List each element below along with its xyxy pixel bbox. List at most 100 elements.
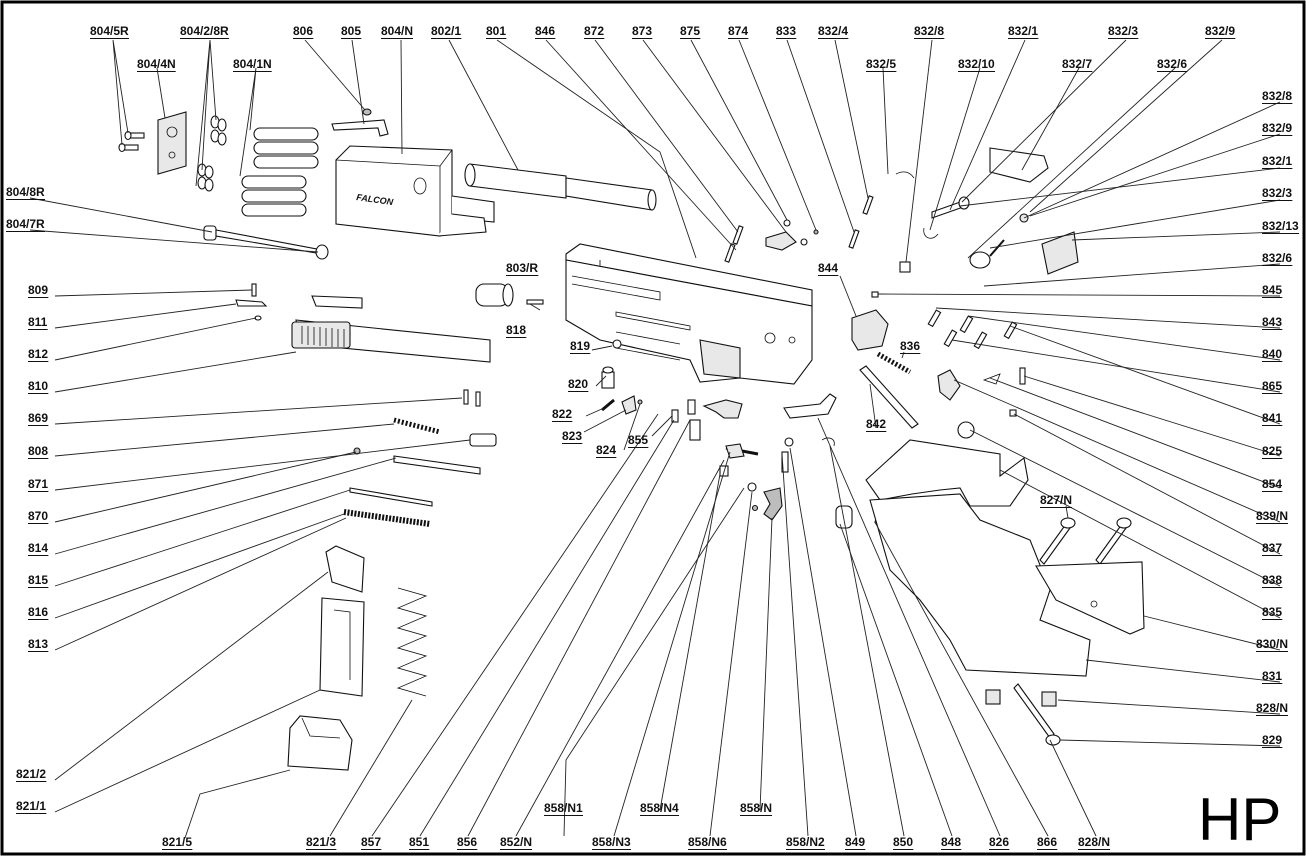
nut-832-8-icon — [899, 261, 911, 273]
label-841: 841 — [1262, 411, 1282, 425]
pin-833-icon — [848, 229, 860, 249]
label-849: 849 — [845, 835, 865, 849]
label-872: 872 — [584, 24, 604, 38]
label-858-n2: 858/N2 — [786, 835, 825, 849]
plate-804-4n-icon — [157, 111, 187, 175]
label-865: 865 — [1262, 379, 1282, 393]
label-830-n: 830/N — [1256, 637, 1288, 651]
label-823: 823 — [562, 429, 582, 443]
label-804-1n: 804/1N — [233, 57, 272, 71]
label-839-n: 839/N — [1256, 509, 1288, 523]
label-801: 801 — [486, 24, 506, 38]
block-858-n3-icon — [725, 443, 745, 459]
sleeves-855-icon — [671, 399, 696, 423]
screw-832-1-icon — [931, 196, 970, 219]
sleeve-852-n-icon — [689, 419, 701, 441]
nuts-804-2-8r-icon — [197, 115, 227, 192]
label-856: 856 — [457, 835, 477, 849]
barrel-802-1-icon — [464, 163, 657, 211]
label-832-6-top: 832/6 — [1157, 57, 1187, 71]
label-844: 844 — [818, 261, 838, 275]
pin-824-icon — [637, 399, 643, 405]
spring-821-3-icon — [396, 587, 428, 697]
label-855: 855 — [628, 433, 648, 447]
label-873: 873 — [632, 24, 652, 38]
label-852-n: 852/N — [500, 835, 532, 849]
pin-872-icon — [732, 225, 744, 245]
plunger-871-icon — [469, 433, 497, 447]
nut-828-n-b-icon — [1041, 691, 1057, 707]
label-826: 826 — [989, 835, 1009, 849]
pin-809-icon — [251, 283, 257, 297]
rod-815-icon — [349, 487, 433, 507]
label-870: 870 — [28, 509, 48, 523]
label-866: 866 — [1037, 835, 1057, 849]
label-846: 846 — [535, 24, 555, 38]
magazine-icon — [287, 545, 365, 771]
leader-lines — [29, 39, 1281, 839]
pin-832-4-icon — [862, 195, 874, 215]
label-806: 806 — [293, 24, 313, 38]
spring-808-icon — [393, 417, 441, 435]
pin-841-icon — [1003, 321, 1018, 340]
label-804-8r: 804/8R — [6, 185, 45, 199]
pin-818-icon — [526, 299, 544, 305]
trigger-858-n-icon — [763, 487, 783, 521]
pin-846-icon — [724, 243, 736, 263]
knob-838-icon — [957, 421, 975, 439]
brand-mark: HP — [1198, 786, 1281, 853]
label-803-r: 803/R — [506, 261, 538, 275]
block-844-icon — [851, 309, 889, 351]
clip-805-icon — [331, 119, 389, 137]
label-832-5: 832/5 — [866, 57, 896, 71]
label-874: 874 — [728, 24, 748, 38]
label-832-3-r: 832/3 — [1262, 186, 1292, 200]
pin-837-icon — [1009, 409, 1017, 417]
spring-816-icon — [343, 509, 431, 527]
label-833: 833 — [776, 24, 796, 38]
label-832-13: 832/13 — [1262, 219, 1299, 233]
label-871: 871 — [28, 477, 48, 491]
part-labels: 804/5R 804/2/8R 806 805 804/N 802/1 801 … — [6, 24, 1300, 850]
label-843: 843 — [1262, 315, 1282, 329]
label-835: 835 — [1262, 605, 1282, 619]
label-832-6-r: 832/6 — [1262, 251, 1292, 265]
label-804-5r: 804/5R — [90, 24, 129, 38]
nut-828-n-a-icon — [985, 689, 1001, 705]
extractor-811-icon — [235, 299, 268, 307]
label-832-3-top: 832/3 — [1108, 24, 1138, 38]
label-832-9-top: 832/9 — [1205, 24, 1235, 38]
label-825: 825 — [1262, 444, 1282, 458]
label-858-n4: 858/N4 — [640, 801, 679, 815]
label-805: 805 — [341, 24, 361, 38]
label-814: 814 — [28, 541, 48, 555]
pin-865-icon — [973, 331, 988, 350]
slide-810-icon — [291, 295, 491, 363]
label-832-10: 832/10 — [958, 57, 995, 71]
label-804-7r: 804/7R — [6, 217, 45, 231]
label-821-5: 821/5 — [162, 835, 192, 849]
label-827-n: 827/N — [1040, 493, 1072, 507]
label-836: 836 — [900, 339, 920, 353]
parts-art: FALCON — [118, 108, 1145, 771]
label-848: 848 — [941, 835, 961, 849]
pin-819-icon — [612, 339, 622, 349]
bracket-832-7-icon — [989, 147, 1049, 183]
label-821-2: 821/2 — [16, 767, 46, 781]
part-839-n-icon — [937, 369, 961, 401]
sear-856-icon — [702, 399, 743, 419]
label-875: 875 — [680, 24, 700, 38]
guide-rod-814-icon — [393, 455, 481, 475]
rod-842-icon — [859, 365, 919, 429]
label-832-1-r: 832/1 — [1262, 154, 1292, 168]
hammer-823-icon — [621, 395, 637, 415]
label-804-n: 804/N — [381, 24, 413, 38]
frame-801-icon — [565, 243, 813, 385]
label-821-1: 821/1 — [16, 799, 46, 813]
nut-858-n6-icon — [747, 482, 757, 492]
ring-832-10-icon — [923, 227, 939, 239]
label-832-4: 832/4 — [818, 24, 848, 38]
